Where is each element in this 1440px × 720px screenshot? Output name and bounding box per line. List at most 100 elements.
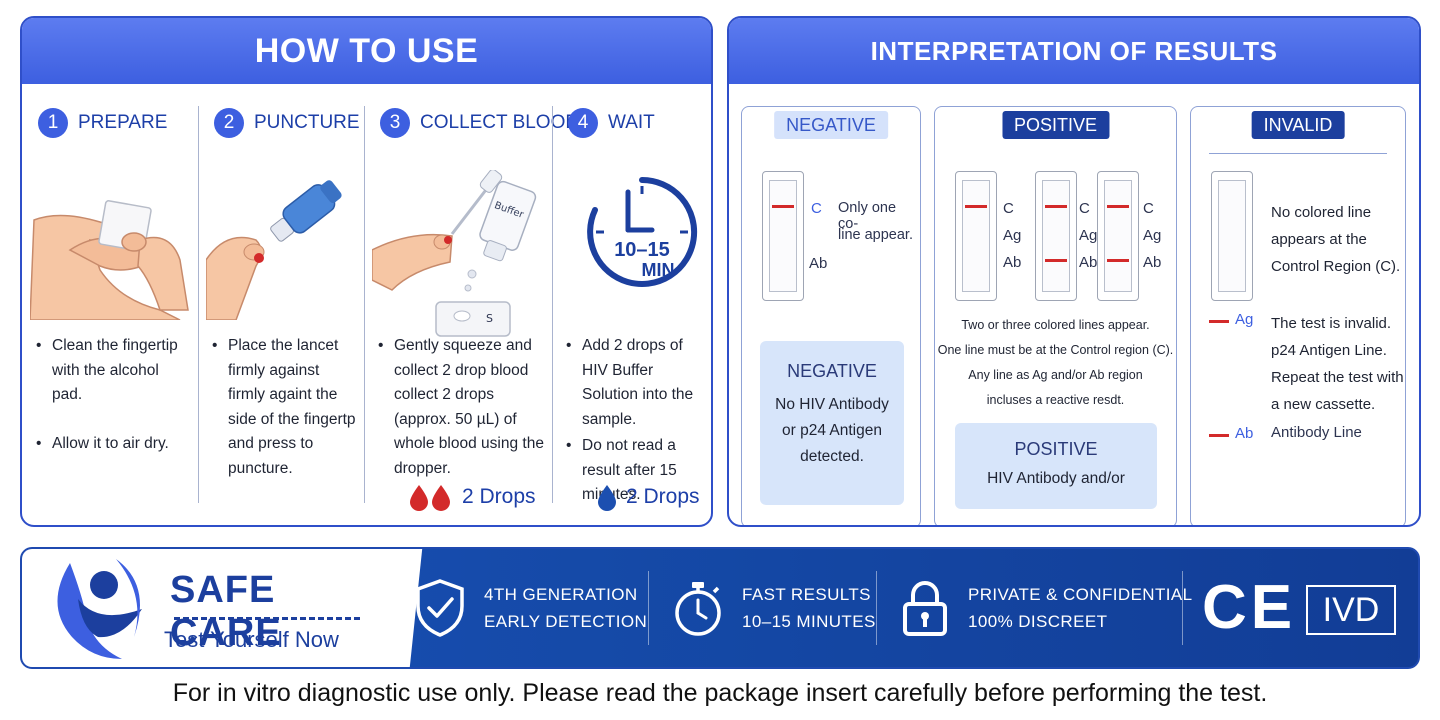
negative-result-card: NEGATIVE C Ab Only one co- line appear. …: [741, 106, 921, 525]
cassette-label: Ab: [1003, 254, 1022, 271]
feature-banner: SAFE CARE Test Yourself Now 4TH GENERATI…: [20, 547, 1420, 669]
negative-meaning-box: NEGATIVE No HIV Antibody or p24 Antigen …: [760, 341, 904, 505]
drops-indicator: 2 Drops: [596, 483, 700, 511]
control-label: C: [811, 200, 822, 217]
step-instructions: Add 2 drops of HIV Buffer Solution into …: [566, 334, 709, 508]
hands-alcohol-pad-icon: [30, 200, 189, 320]
control-line: [1107, 205, 1129, 208]
interpretation-title: INTERPRETATION OF RESULTS: [729, 18, 1419, 84]
cassette-label: Ab: [1079, 254, 1098, 271]
how-to-use-panel: HOW TO USE 1 PREPARE Clean the fingertip…: [20, 16, 713, 527]
antibody-line: [1045, 259, 1067, 262]
brand-tagline: Test Yourself Now: [164, 627, 339, 652]
step-number-badge: 4: [568, 108, 598, 138]
antibody-label: Ab: [809, 255, 828, 272]
step-title: PREPARE: [78, 112, 168, 133]
how-to-use-title: HOW TO USE: [22, 18, 711, 84]
step-puncture: 2 PUNCTURE Place the lancet firmly again…: [198, 88, 364, 525]
antigen-line-swatch: [1209, 320, 1229, 323]
negative-badge: NEGATIVE: [774, 111, 888, 139]
drops-label: 2 Drops: [462, 485, 536, 508]
timer-value: 10–15: [614, 239, 670, 261]
instruction-item: Gently squeeze and collect 2 drop blood …: [378, 334, 546, 481]
shield-check-icon: [416, 579, 464, 637]
cassette-label: C: [1003, 200, 1014, 217]
cassette-label: Ab: [1143, 254, 1162, 271]
step-wait: 4 WAIT 10–15 MIN Add 2 drops of HIV Buff…: [552, 88, 711, 525]
test-cassette: [1211, 171, 1253, 301]
step-title: PUNCTURE: [254, 112, 360, 133]
step-title: WAIT: [608, 112, 655, 133]
brand-underline: [174, 617, 360, 620]
brand-block: SAFE CARE Test Yourself Now: [22, 549, 394, 667]
positive-meaning-box: POSITIVE HIV Antibody and/or: [955, 423, 1157, 509]
step-number-badge: 2: [214, 108, 244, 138]
step-divider: [552, 106, 553, 503]
step-header: 2 PUNCTURE: [214, 108, 360, 138]
cassette-label: Ag: [1003, 227, 1022, 244]
test-cassette: [1097, 171, 1139, 301]
padlock-icon: [903, 581, 947, 636]
control-line: [965, 205, 987, 208]
negative-note-line: Only one co-: [838, 200, 897, 232]
cassette-label: Ag: [1143, 227, 1162, 244]
cassette-label: C: [1079, 200, 1090, 217]
antibody-line-swatch: [1209, 434, 1229, 437]
antibody-line-text: Antibody Line: [1271, 424, 1362, 441]
timer-unit: MIN: [642, 260, 675, 280]
step-header: 4 WAIT: [568, 108, 655, 138]
invalid-badge: INVALID: [1251, 111, 1345, 139]
negative-box-text: No HIV Antibody or p24 Antigen detected.: [775, 396, 889, 465]
negative-note-line: line appear.: [838, 227, 913, 243]
clock-timer-icon: 10–15 MIN: [587, 177, 698, 287]
safe-care-logo-icon: [57, 559, 142, 659]
antibody-label: Ab: [1235, 425, 1254, 442]
buffer-dropper-icon: Buffer S: [372, 170, 537, 337]
step-prepare: 1 PREPARE Clean the fingertip with the a…: [22, 88, 198, 525]
test-cassette: [762, 171, 804, 301]
step-title: COLLECT BLOOD: [420, 112, 580, 133]
test-cassette: [955, 171, 997, 301]
positive-badge: POSITIVE: [1001, 111, 1110, 139]
instruction-item: Allow it to air dry.: [36, 432, 192, 457]
instruction-item: Add 2 drops of HIV Buffer Solution into …: [566, 334, 709, 432]
step-number-badge: 3: [380, 108, 410, 138]
test-cassette: [1035, 171, 1077, 301]
ivd-mark: IVD: [1306, 585, 1396, 635]
disclaimer-text: For in vitro diagnostic use only. Please…: [172, 679, 1268, 707]
instruction-item: Place the lancet firmly against firmly a…: [212, 334, 358, 481]
step-instructions: Clean the fingertip with the alcohol pad…: [36, 334, 192, 456]
step-instructions: Place the lancet firmly against firmly a…: [212, 334, 358, 481]
feature-text: 4TH GENERATION EARLY DETECTION: [484, 585, 648, 631]
antibody-line: [1107, 259, 1129, 262]
step-collect-blood: 3 COLLECT BLOOD Buffer S Gently squeeze …: [364, 88, 579, 525]
blood-drops-icon: [410, 485, 450, 511]
ce-mark: CE: [1202, 573, 1297, 642]
stopwatch-icon: [675, 582, 721, 636]
step-header: 3 COLLECT BLOOD: [380, 108, 579, 138]
invalid-explanation: The test is invalid. p24 Antigen Line. R…: [1271, 315, 1404, 413]
positive-box-text: HIV Antibody and/or: [987, 470, 1125, 487]
step-divider: [198, 106, 199, 503]
drops-label: 2 Drops: [626, 485, 700, 508]
negative-box-title: NEGATIVE: [787, 361, 877, 381]
lancet-finger-icon: [206, 180, 342, 320]
feature-generation: 4TH GENERATION EARLY DETECTION: [414, 549, 647, 667]
well-label: S: [486, 312, 493, 325]
control-line: [1045, 205, 1067, 208]
step-divider: [364, 106, 365, 503]
interpretation-panel: INTERPRETATION OF RESULTS NEGATIVE C Ab …: [727, 16, 1421, 527]
positive-box-title: POSITIVE: [1014, 439, 1098, 459]
cassette-label: Ag: [1079, 227, 1098, 244]
feature-separator: [1182, 571, 1183, 645]
invalid-divider: [1209, 153, 1387, 154]
feature-private: PRIVATE & CONFIDENTIAL 100% DISCREET: [900, 549, 1192, 667]
feature-separator: [648, 571, 649, 645]
drops-indicator: 2 Drops: [408, 483, 536, 511]
feature-text: FAST RESULTS 10–15 MINUTES: [742, 585, 876, 631]
control-line: [772, 205, 794, 208]
instruction-item: Clean the fingertip with the alcohol pad…: [36, 334, 192, 408]
feature-separator: [876, 571, 877, 645]
step-instructions: Gently squeeze and collect 2 drop blood …: [378, 334, 546, 481]
feature-fast-results: FAST RESULTS 10–15 MINUTES: [672, 549, 876, 667]
